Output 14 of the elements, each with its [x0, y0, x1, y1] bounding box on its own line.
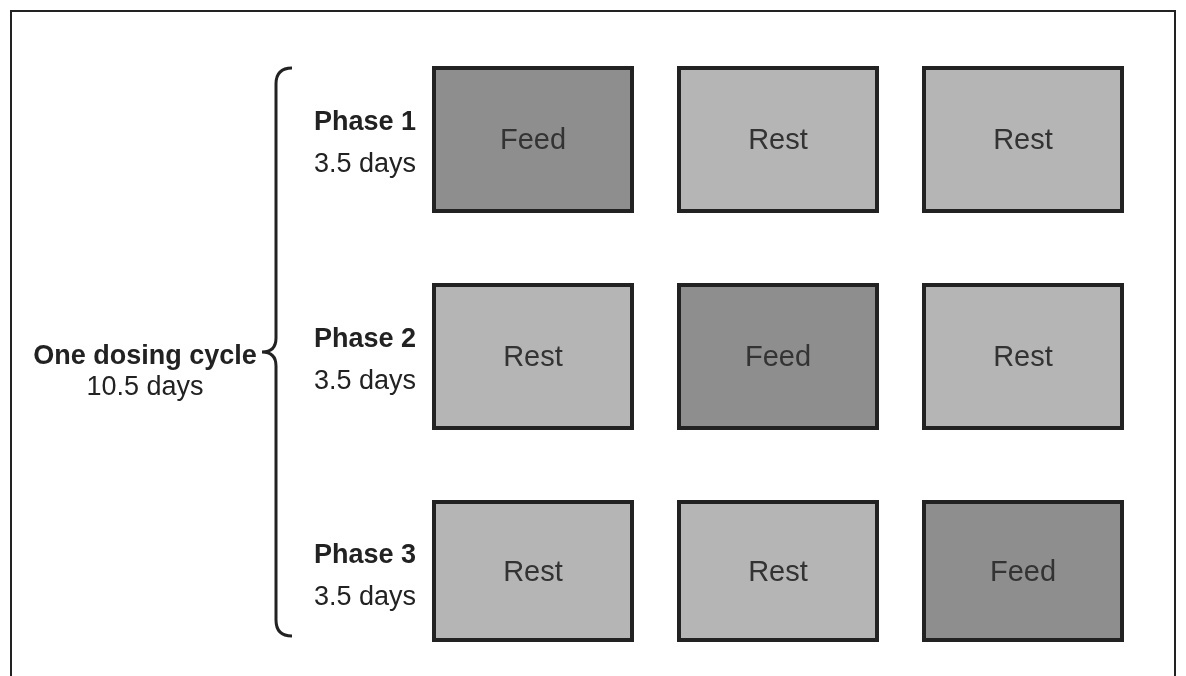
phase-box: Feed: [922, 500, 1124, 642]
phase-label: Phase 1: [313, 108, 416, 135]
phase-label: Phase 3: [313, 541, 416, 568]
phase-box: Rest: [922, 283, 1124, 430]
phase-box: Rest: [432, 283, 634, 430]
phase-box: Feed: [432, 66, 634, 213]
phase-box: Rest: [677, 66, 879, 213]
duration-label: 10.5 days: [86, 373, 204, 400]
phase-label: Phase 2: [313, 325, 416, 352]
cycle-label: One dosing cycle: [33, 342, 257, 369]
phase-box: Rest: [677, 500, 879, 642]
phase-box: Rest: [922, 66, 1124, 213]
phase-box: Feed: [677, 283, 879, 430]
phase-box: Rest: [432, 500, 634, 642]
